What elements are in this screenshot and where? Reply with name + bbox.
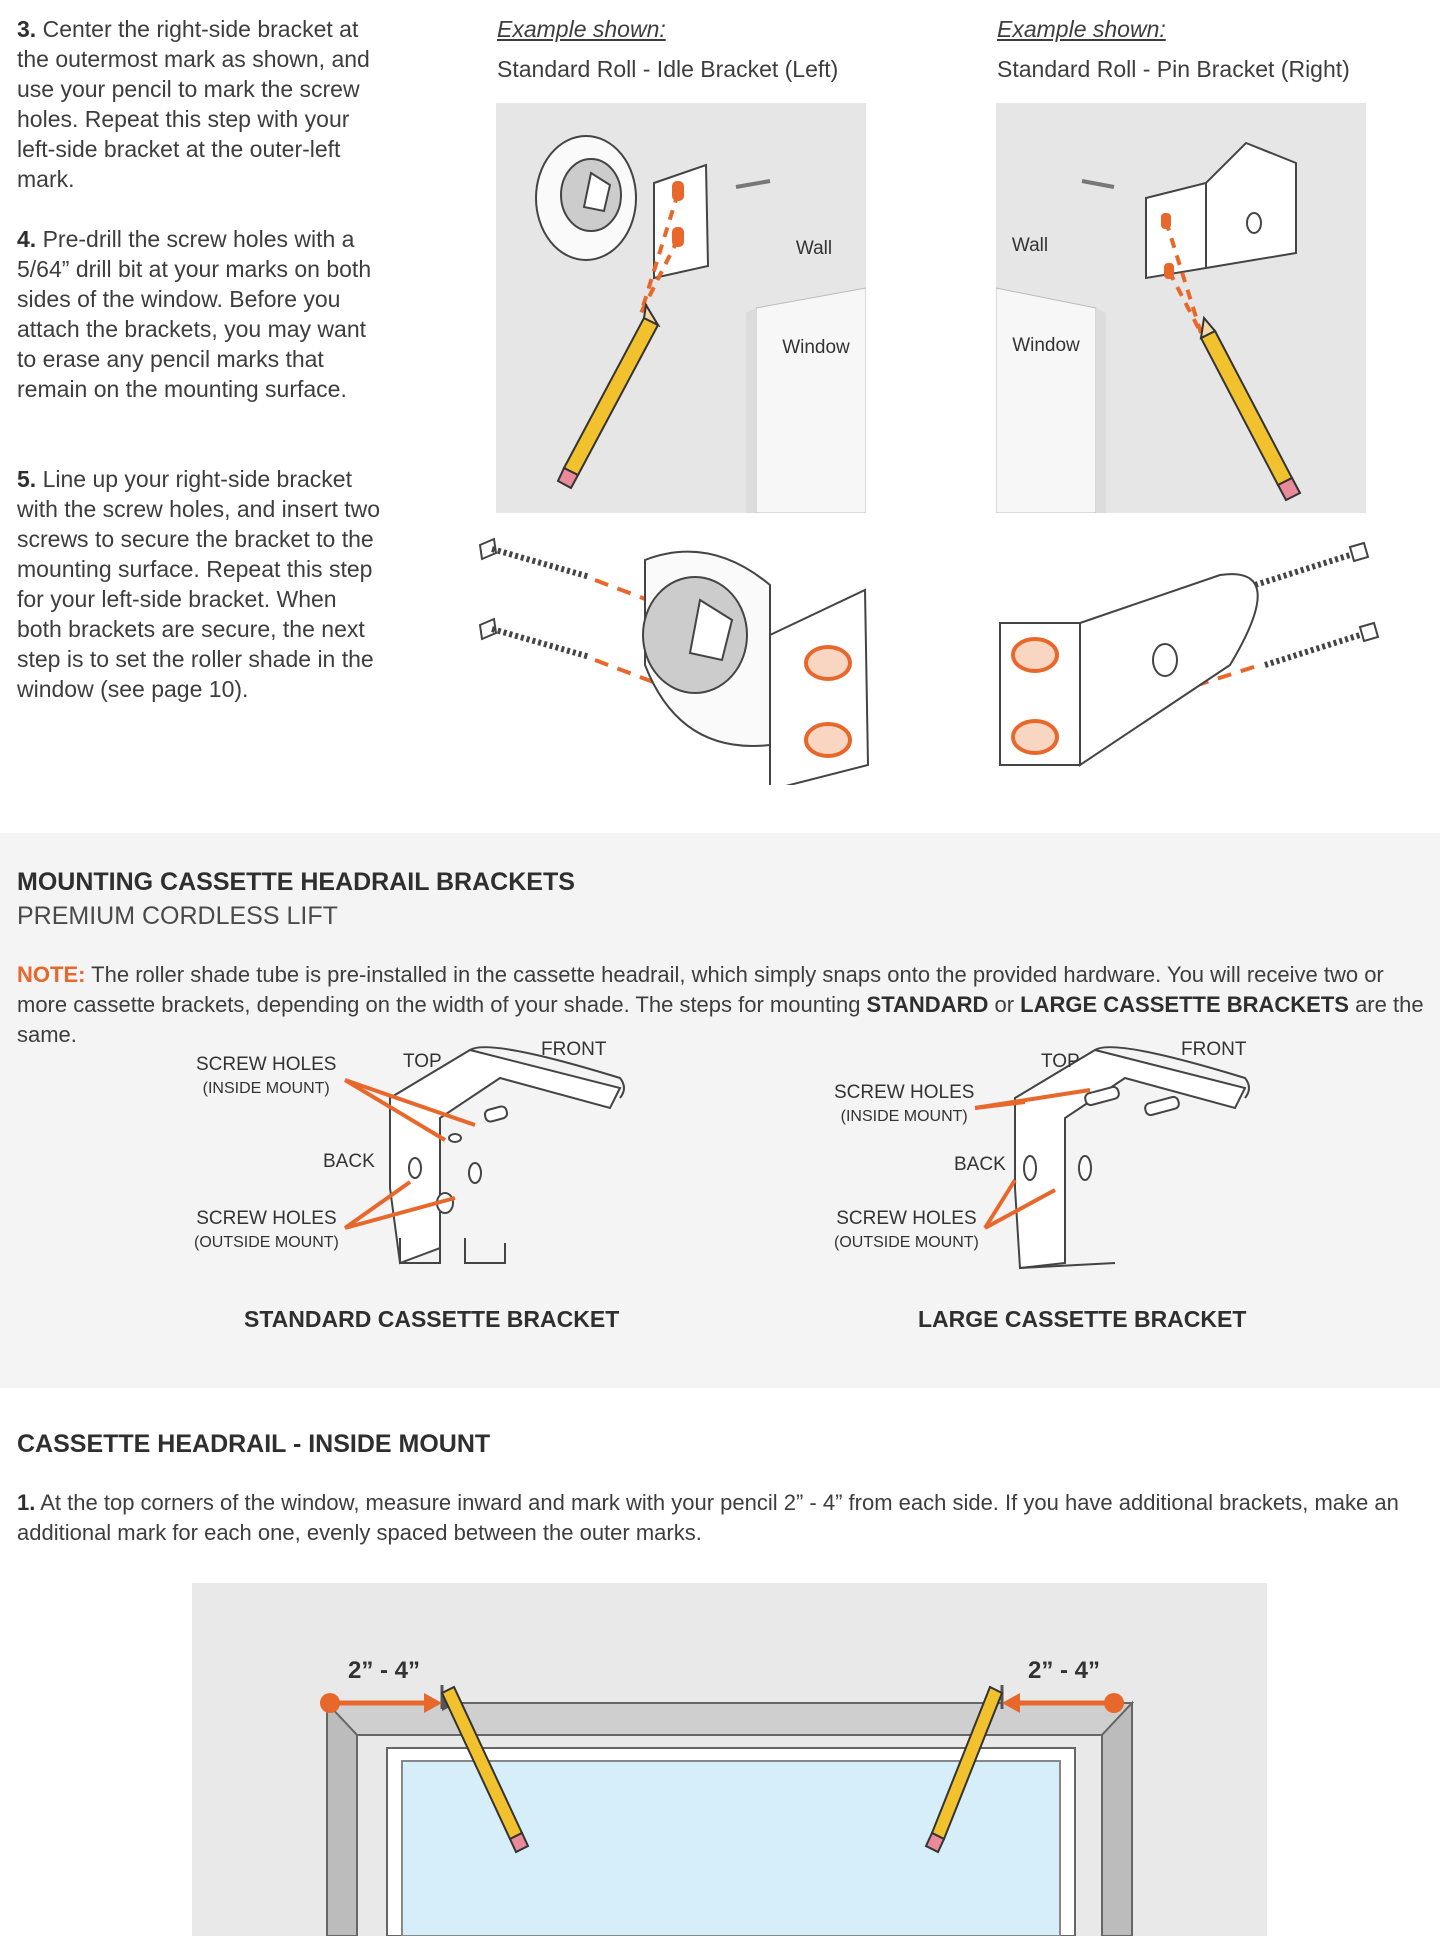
step-number: 3. — [17, 16, 37, 42]
step-text: At the top corners of the window, measur… — [17, 1490, 1399, 1545]
cassette-subtitle: PREMIUM CORDLESS LIFT — [17, 902, 338, 930]
step-text: Pre-drill the screw holes with a 5/64” d… — [17, 226, 372, 402]
standard-callout-lines — [343, 1078, 476, 1230]
standard-cassette-bracket-illustration — [389, 1046, 625, 1265]
window-label: Window — [1012, 335, 1080, 356]
cassette-title: MOUNTING CASSETTE HEADRAIL BRACKETS — [17, 868, 575, 896]
example-title-right: Example shown: — [997, 16, 1166, 42]
front-label-standard: FRONT — [541, 1039, 607, 1060]
pencil-icon — [1199, 315, 1302, 502]
example-subtitle-left: Standard Roll - Idle Bracket (Left) — [497, 56, 839, 82]
step-number: 4. — [17, 226, 37, 252]
step-5: 5. Line up your right-side bracket with … — [17, 464, 387, 704]
large-cassette-caption: LARGE CASSETTE BRACKET — [918, 1306, 1247, 1332]
window-label: Window — [782, 337, 850, 358]
back-label-standard: BACK — [323, 1151, 375, 1172]
screw-icon — [1264, 621, 1380, 668]
example-title-left: Example shown: — [497, 16, 666, 42]
note-label: NOTE: — [17, 962, 86, 987]
large-callout-lines — [974, 1088, 1091, 1230]
large-cassette-bracket-illustration — [1014, 1046, 1250, 1270]
pencil-mark — [1081, 179, 1115, 189]
pencil-icon — [556, 302, 661, 490]
pencil-mark — [735, 179, 771, 189]
screw-holes-outside-label-large: SCREW HOLES (OUTSIDE MOUNT) — [834, 1208, 979, 1251]
example-subtitle-right: Standard Roll - Pin Bracket (Right) — [997, 56, 1350, 82]
screw-holes-inside-label-large: SCREW HOLES (INSIDE MOUNT) — [834, 1082, 975, 1125]
step-text: Line up your right-side bracket with the… — [17, 466, 381, 702]
step-number: 5. — [17, 466, 37, 492]
inside-mount-step-1: 1. At the top corners of the window, mea… — [17, 1488, 1427, 1548]
wall-label: Wall — [796, 238, 832, 259]
screw-icon — [478, 617, 591, 660]
wall-label: Wall — [1012, 235, 1048, 256]
step-3: 3. Center the right-side bracket at the … — [17, 14, 387, 194]
cassette-section-background — [0, 833, 1440, 1388]
screw-icon — [478, 537, 591, 580]
measure-left-label: 2” - 4” — [348, 1657, 420, 1684]
top-label-standard: TOP — [403, 1051, 442, 1072]
screw-holes-outside-label-standard: SCREW HOLES (OUTSIDE MOUNT) — [194, 1208, 339, 1251]
step-text: Center the right-side bracket at the out… — [17, 16, 370, 192]
pin-bracket-wall-illustration: Wall Window — [996, 103, 1366, 513]
pencil-icon — [440, 1685, 530, 1854]
back-label-large: BACK — [954, 1154, 1006, 1175]
screw-holes-inside-label-standard: SCREW HOLES (INSIDE MOUNT) — [196, 1054, 337, 1097]
pin-bracket-screws-illustration — [999, 541, 1380, 767]
idle-bracket-wall-illustration: Wall Window — [496, 103, 866, 513]
pencil-icon — [924, 1685, 1004, 1854]
top-label-large: TOP — [1041, 1051, 1080, 1072]
step-number: 1. — [17, 1490, 36, 1515]
window-measure-illustration: 2” - 4” 2” - 4” — [192, 1583, 1267, 1936]
standard-cassette-caption: STANDARD CASSETTE BRACKET — [244, 1306, 620, 1332]
front-label-large: FRONT — [1181, 1039, 1247, 1060]
screw-icon — [1254, 541, 1370, 588]
measure-right-label: 2” - 4” — [1028, 1657, 1100, 1684]
inside-mount-title: CASSETTE HEADRAIL - INSIDE MOUNT — [17, 1430, 491, 1458]
idle-bracket-screws-illustration — [478, 537, 870, 785]
cassette-note: NOTE: The roller shade tube is pre-insta… — [17, 962, 1424, 1047]
step-4: 4. Pre-drill the screw holes with a 5/64… — [17, 224, 387, 404]
